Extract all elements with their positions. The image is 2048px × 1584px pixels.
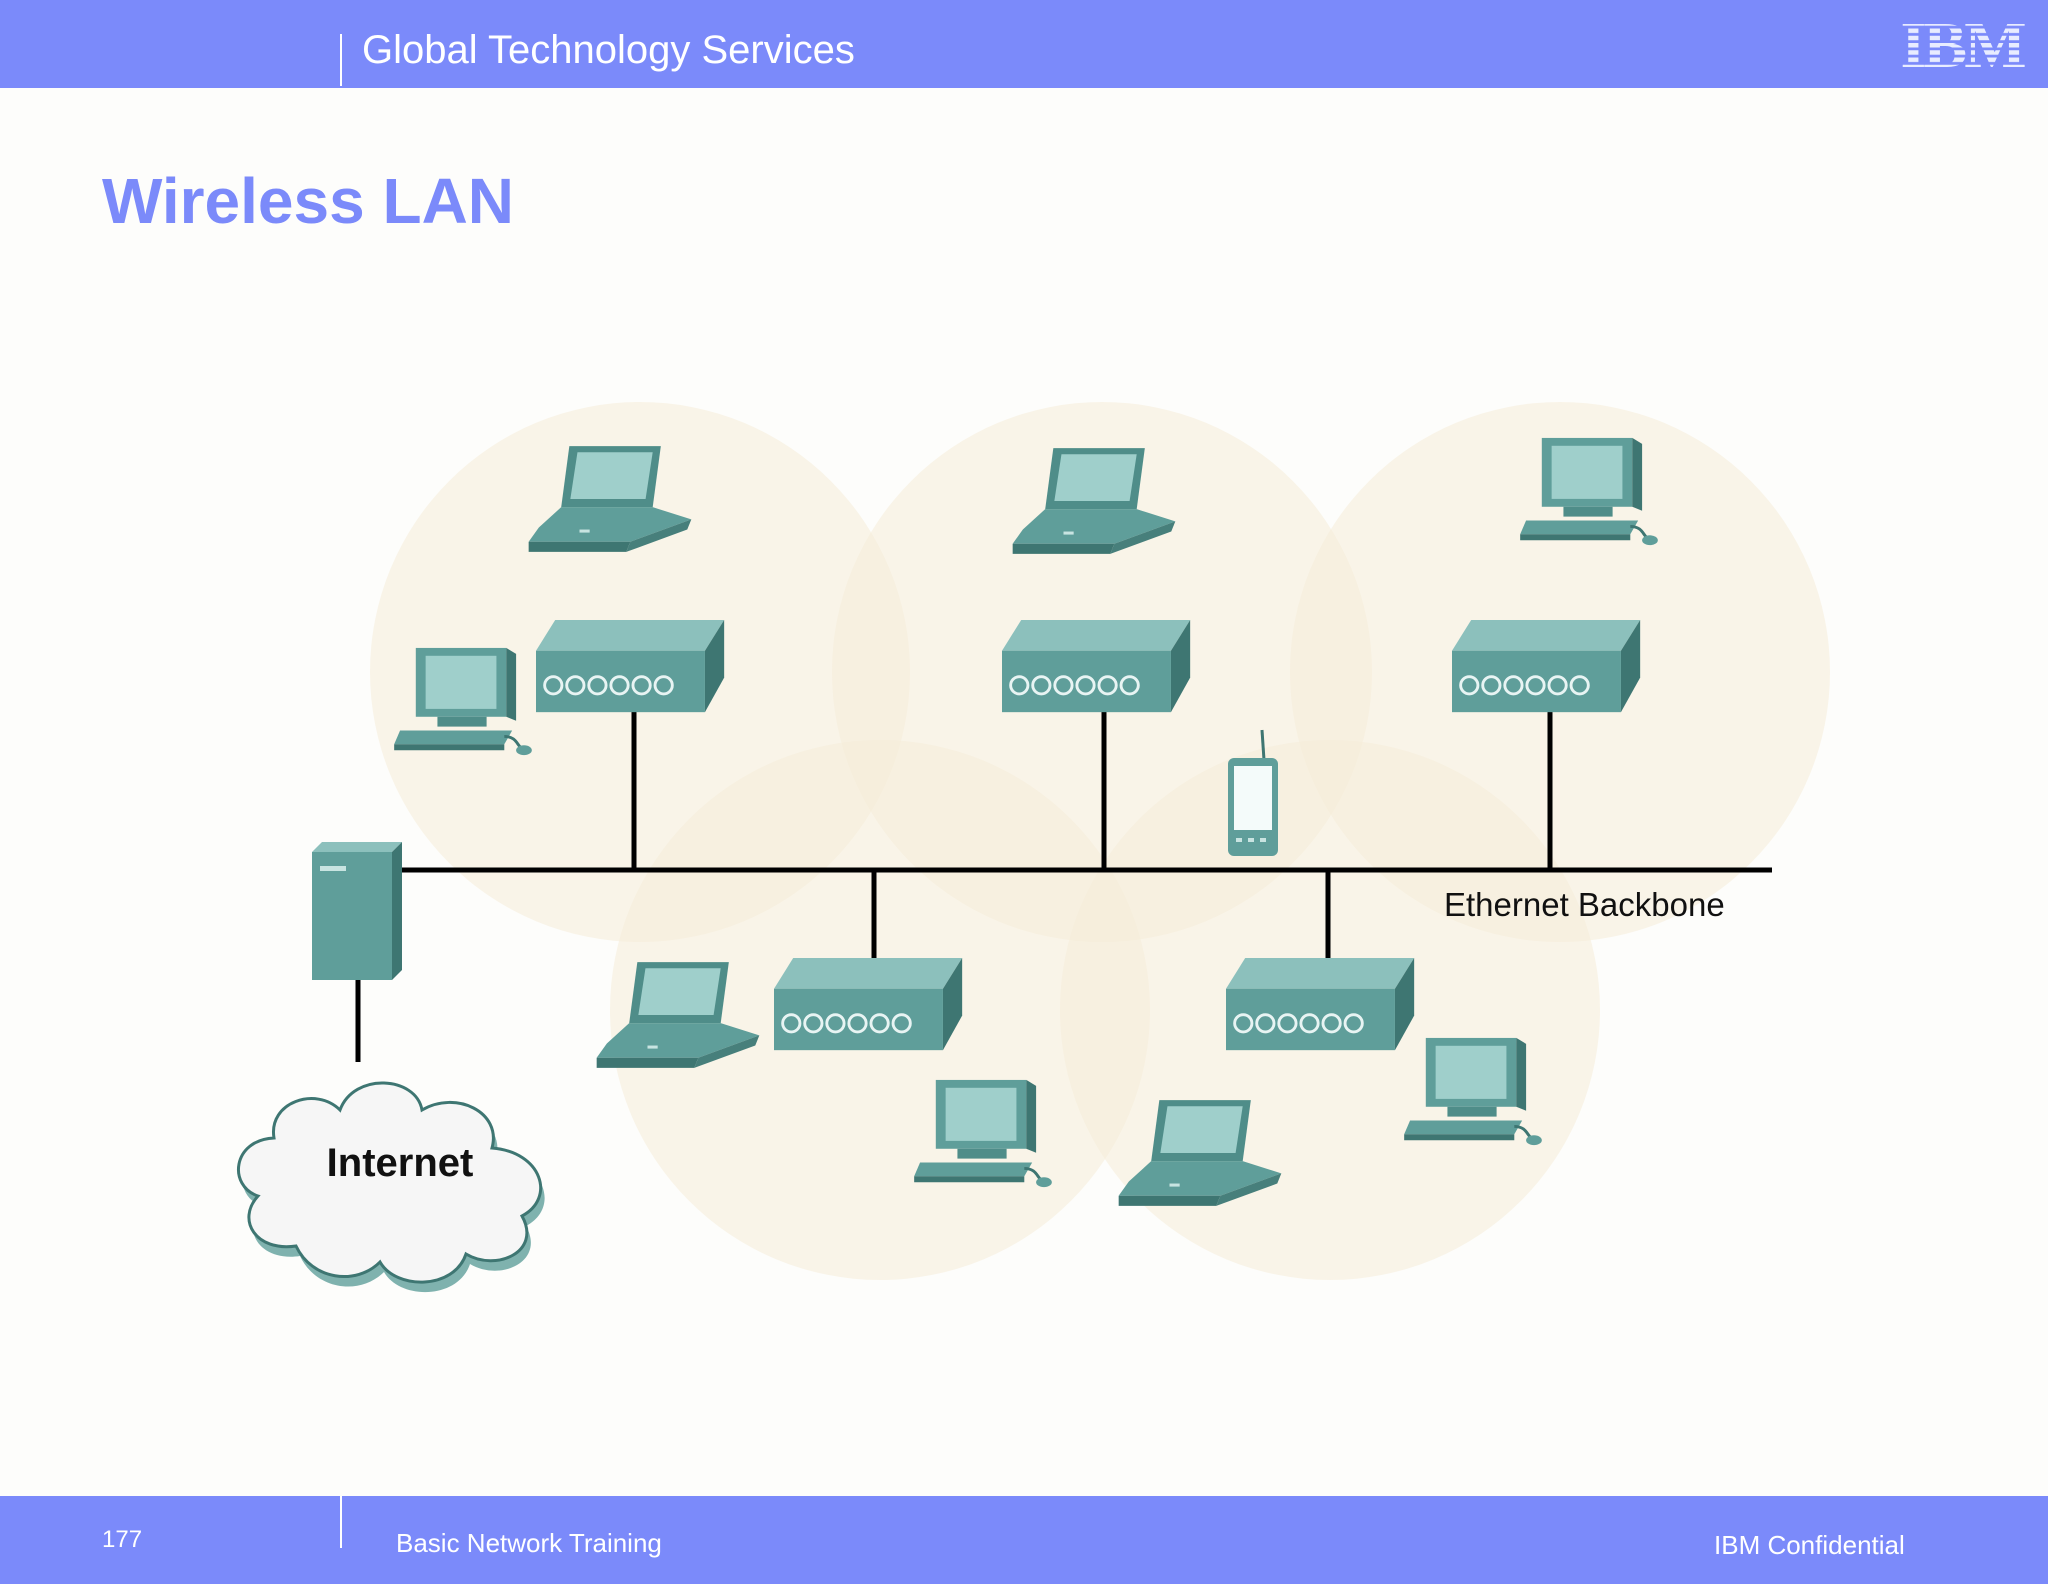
access-point-icon — [536, 620, 726, 714]
network-links — [355, 712, 1772, 1062]
access-point-icon — [1002, 620, 1192, 714]
page-number: 177 — [102, 1526, 143, 1553]
header-bar: Global Technology Services IBM — [0, 0, 2048, 88]
cloud-icon — [237, 1081, 545, 1293]
footer-divider — [340, 1496, 342, 1548]
access-point-icon — [1226, 958, 1416, 1052]
header-title: Global Technology Services — [362, 28, 855, 72]
internet-label: Internet — [327, 1141, 474, 1185]
backbone-label: Ethernet Backbone — [1444, 886, 1725, 923]
footer-title: Basic Network Training — [396, 1528, 662, 1558]
slide-title: Wireless LAN — [102, 165, 514, 237]
handheld-icon — [1228, 729, 1278, 856]
header-divider — [340, 34, 342, 86]
svg-text:IBM: IBM — [1901, 14, 2026, 72]
ibm-logo-icon: IBM — [1901, 14, 2029, 72]
server-icon — [312, 842, 402, 980]
footer-bar: 177 Basic Network Training IBM Confident… — [0, 1496, 2048, 1584]
confidential-label: IBM Confidential — [1714, 1530, 1905, 1560]
access-point-icon — [774, 958, 964, 1052]
access-point-icon — [1452, 620, 1642, 714]
